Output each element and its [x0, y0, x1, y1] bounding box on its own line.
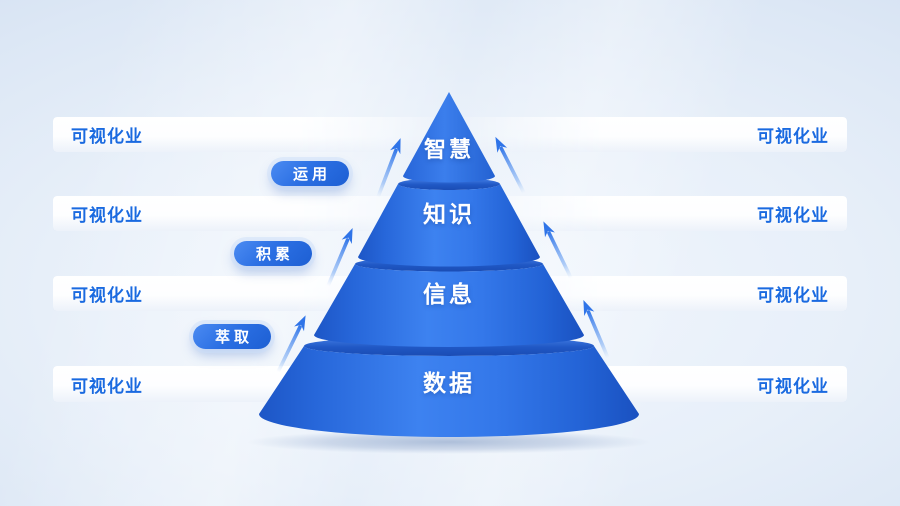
transition-pill-apply: 运用	[271, 161, 349, 186]
banner-label: 可视化业	[757, 376, 829, 396]
transition-pill-extract: 萃取	[193, 324, 271, 349]
up-arrow-icon	[495, 136, 526, 195]
banner-label: 可视化业	[71, 376, 143, 396]
up-arrow-icon	[326, 228, 353, 288]
pyramid-tier3-information	[314, 264, 584, 347]
banner-label: 可视化业	[71, 127, 143, 146]
pill-label: 运用	[292, 166, 331, 183]
pill-label: 萃取	[214, 329, 253, 346]
banner-label: 可视化业	[757, 127, 829, 146]
banner-label: 可视化业	[71, 286, 143, 305]
tier-label-information: 信息	[423, 281, 475, 307]
up-arrow-icon	[376, 138, 401, 199]
banner-label: 可视化业	[757, 286, 829, 305]
pyramid-tier1-wisdom	[403, 92, 496, 183]
up-arrow-icon	[583, 300, 610, 360]
transition-pill-accumulate: 积累	[234, 241, 312, 266]
tier-label-knowledge: 知识	[423, 201, 475, 227]
banner-label: 可视化业	[757, 206, 829, 225]
banner-label: 可视化业	[71, 206, 143, 225]
up-arrow-icon	[276, 315, 306, 374]
tier-label-wisdom: 智慧	[424, 137, 474, 162]
pill-label: 积累	[255, 246, 294, 263]
tier-label-data: 数据	[423, 371, 475, 396]
up-arrow-icon	[543, 221, 573, 280]
pyramid-ground-shadow	[247, 430, 651, 454]
pyramid-tier2-knowledge	[358, 184, 541, 267]
left-banner-row-1: 可视化业	[53, 117, 465, 152]
pyramid-tier4-data	[259, 346, 639, 437]
